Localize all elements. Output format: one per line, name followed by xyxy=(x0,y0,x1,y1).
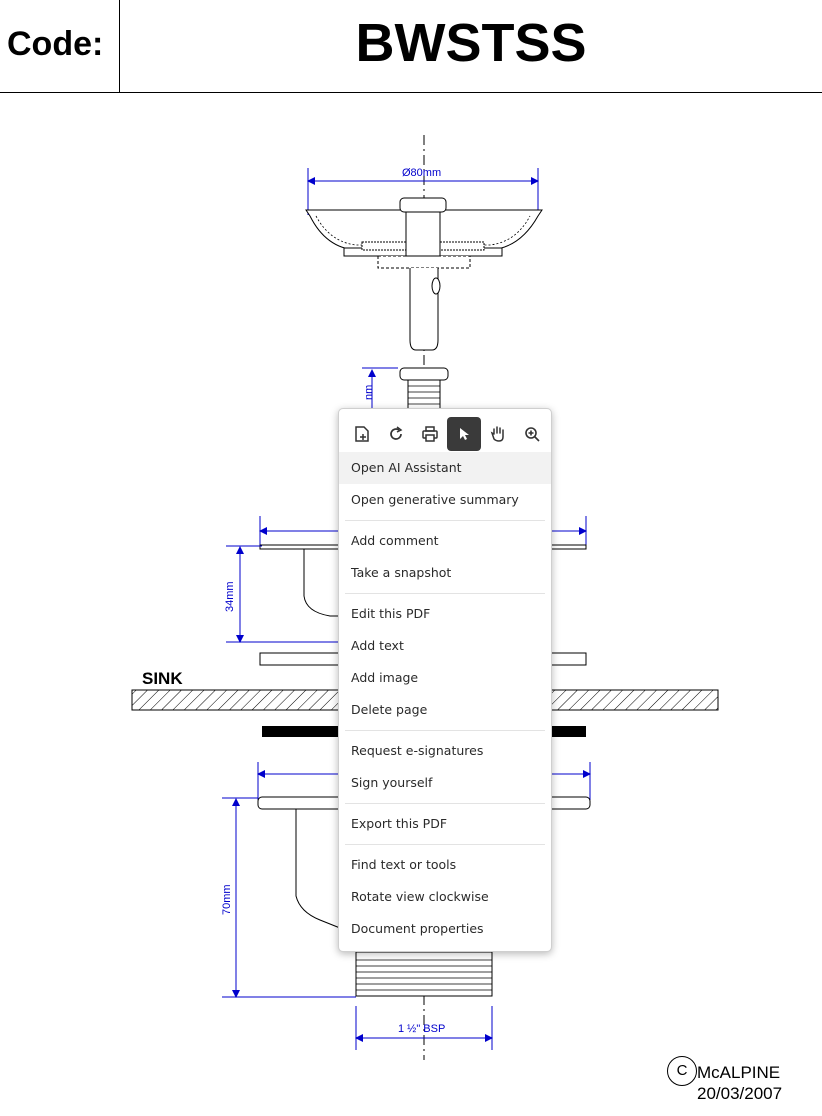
menu-item-edit-pdf[interactable]: Edit this PDF xyxy=(351,606,431,621)
strainer-basket xyxy=(305,168,543,351)
menu-item-export-pdf[interactable]: Export this PDF xyxy=(351,816,448,831)
menu-item-request-e-signatures[interactable]: Request e-signatures xyxy=(351,743,484,758)
menu-separator xyxy=(345,593,545,594)
copyright-symbol: C xyxy=(667,1056,697,1086)
code-label-cell: Code: xyxy=(0,0,120,92)
context-menu: Open AI Assistant Open generative summar… xyxy=(338,408,552,952)
product-code: BWSTSS xyxy=(355,13,587,73)
menu-item-open-generative-summary[interactable]: Open generative summary xyxy=(351,492,519,507)
menu-item-open-ai-assistant[interactable]: Open AI Assistant xyxy=(339,452,551,484)
menu-item-delete-page[interactable]: Delete page xyxy=(351,702,428,717)
title-block: Code: BWSTSS xyxy=(0,0,822,93)
menu-item-find-text-or-tools[interactable]: Find text or tools xyxy=(351,857,457,872)
dim-bsp-label: 1 ½" BSP xyxy=(398,1023,445,1035)
sink-label: SINK xyxy=(142,669,183,688)
menu-item-add-image[interactable]: Add image xyxy=(351,670,419,685)
menu-separator xyxy=(345,844,545,845)
hand-tool-icon[interactable] xyxy=(481,417,515,451)
menu-separator xyxy=(345,520,545,521)
zoom-in-icon[interactable] xyxy=(515,417,549,451)
select-cursor-icon[interactable] xyxy=(447,417,481,451)
dim-partial-label: nm xyxy=(363,385,375,400)
menu-item-document-properties[interactable]: Document properties xyxy=(351,921,484,936)
code-label: Code: xyxy=(7,25,104,63)
brand-name: McALPINE xyxy=(697,1063,781,1082)
dim-diameter-label: Ø80mm xyxy=(402,167,441,179)
print-icon[interactable] xyxy=(413,417,447,451)
top-nut xyxy=(362,367,449,411)
menu-item-add-text[interactable]: Add text xyxy=(351,638,404,653)
menu-item-rotate-view-clockwise[interactable]: Rotate view clockwise xyxy=(351,889,489,904)
sink-section xyxy=(131,689,719,737)
dim-34-label: 34mm xyxy=(224,581,236,612)
menu-item-sign-yourself[interactable]: Sign yourself xyxy=(351,775,433,790)
drawing-date: 20/03/2007 xyxy=(697,1084,783,1103)
menu-item-add-comment[interactable]: Add comment xyxy=(351,533,439,548)
page-crop-icon[interactable] xyxy=(345,417,379,451)
dim-70-label: 70mm xyxy=(221,884,233,915)
menu-separator xyxy=(345,803,545,804)
menu-separator xyxy=(345,730,545,731)
context-toolbar xyxy=(345,417,549,451)
menu-item-take-snapshot[interactable]: Take a snapshot xyxy=(351,565,452,580)
rotate-icon[interactable] xyxy=(379,417,413,451)
